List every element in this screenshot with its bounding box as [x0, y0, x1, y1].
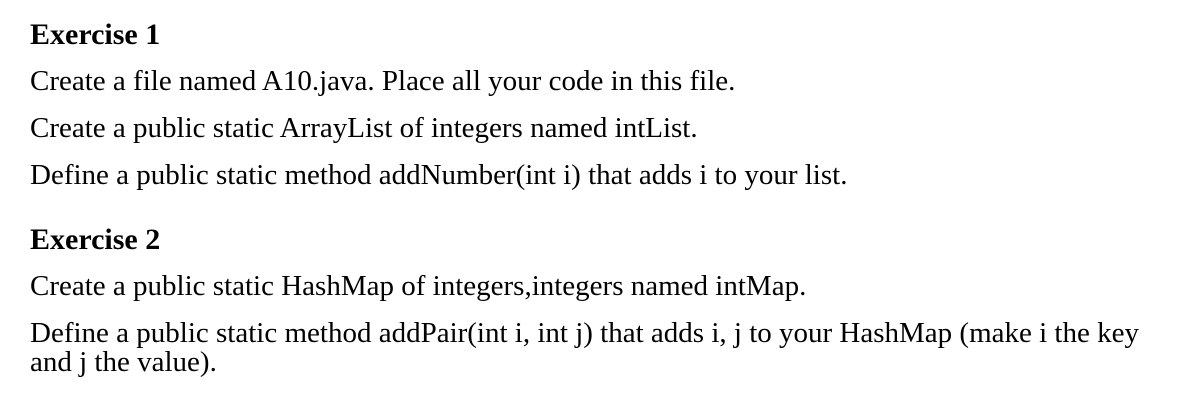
document-page: Exercise 1 Create a file named A10.java.…: [30, 20, 1172, 377]
exercise-2-heading: Exercise 2: [30, 223, 161, 256]
paragraph-line: Define a public static method addNumber(…: [30, 159, 848, 191]
exercise-1-heading: Exercise 1: [30, 18, 161, 51]
paragraph-line: and j the value).: [30, 346, 217, 378]
paragraph-create-hashmap: Create a public static HashMap of intege…: [30, 272, 1172, 301]
paragraph-define-addpair: Define a public static method addPair(in…: [30, 319, 1172, 377]
paragraph-line: Define a public static method addPair(in…: [30, 317, 1139, 349]
paragraph-line: Create a public static HashMap of intege…: [30, 270, 807, 302]
section-exercise-1: Exercise 1 Create a file named A10.java.…: [30, 20, 1172, 190]
paragraph-line: Create a file named A10.java. Place all …: [30, 65, 736, 97]
paragraph-define-addnumber: Define a public static method addNumber(…: [30, 161, 1172, 190]
section-exercise-2: Exercise 2 Create a public static HashMa…: [30, 225, 1172, 377]
paragraph-create-arraylist: Create a public static ArrayList of inte…: [30, 114, 1172, 143]
paragraph-line: Create a public static ArrayList of inte…: [30, 112, 698, 144]
paragraph-create-file: Create a file named A10.java. Place all …: [30, 67, 1172, 96]
